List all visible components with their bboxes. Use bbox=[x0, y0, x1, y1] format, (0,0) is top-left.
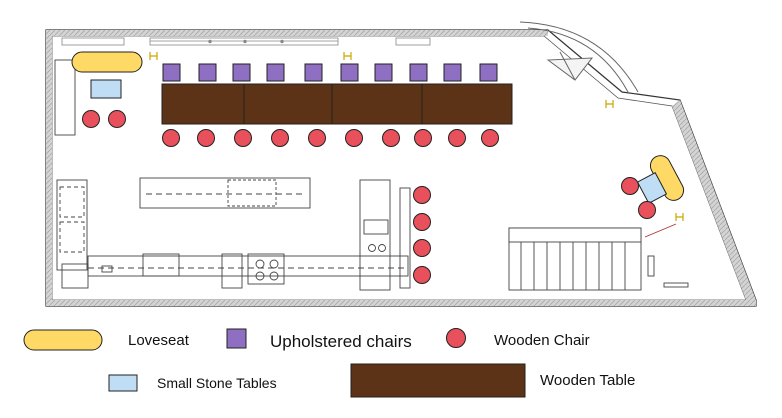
wooden-chairs-row bbox=[162, 129, 499, 147]
legend-stone-table-swatch bbox=[108, 374, 138, 392]
wooden-table-long bbox=[161, 83, 513, 125]
legend bbox=[23, 328, 526, 398]
door-markers bbox=[149, 52, 684, 221]
legend-stone-tables-label: Small Stone Tables bbox=[157, 375, 277, 391]
kitchen-area bbox=[54, 59, 411, 291]
staircase bbox=[508, 223, 689, 291]
curved-bay bbox=[519, 21, 639, 93]
right-seating-group bbox=[621, 155, 685, 219]
legend-wooden-chair-swatch bbox=[446, 328, 466, 348]
legend-upholstered-swatch bbox=[226, 328, 247, 349]
legend-wooden-table-label: Wooden Table bbox=[540, 372, 636, 389]
legend-loveseat-swatch bbox=[23, 329, 103, 351]
legend-wooden-chair-label: Wooden Chair bbox=[494, 332, 590, 349]
left-seating-group bbox=[71, 51, 143, 128]
walls bbox=[45, 29, 757, 307]
windows-top bbox=[61, 37, 431, 46]
upholstered-chairs-row bbox=[162, 63, 498, 82]
wooden-chairs-column bbox=[413, 186, 431, 284]
legend-wooden-table-swatch bbox=[350, 363, 526, 398]
legend-upholstered-label: Upholstered chairs bbox=[270, 332, 412, 351]
legend-loveseat-label: Loveseat bbox=[128, 332, 189, 349]
